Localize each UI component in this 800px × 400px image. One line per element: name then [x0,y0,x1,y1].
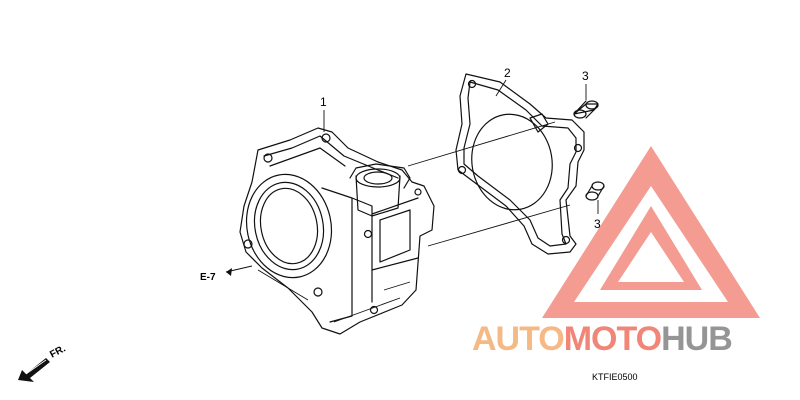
callout-leader-lines [225,79,599,273]
watermark-logo-icon [542,146,760,318]
alignment-guide-lines [407,121,571,247]
dowel-pin-lower [585,181,605,201]
callout-gasket: 2 [504,66,511,80]
dowel-pin-upper [573,100,599,119]
reference-e7-label: E-7 [200,272,216,283]
front-direction-label: FR. [48,343,68,360]
cylinder-base-gasket-part [455,73,585,255]
watermark-part-hub: HUB [661,320,732,358]
cylinder-part [239,127,435,335]
watermark-part-moto: MOTO [564,320,662,358]
diagram-code: KTFIE0500 [592,372,638,382]
arrow-right-icon [226,268,232,276]
callout-cylinder: 1 [320,95,327,109]
callout-dowel-pin-upper: 3 [582,69,589,83]
callout-dowel-pin-lower: 3 [594,217,601,231]
front-direction-arrow-icon [18,358,50,382]
watermark-brand-text: AUTOMOTOHUB [472,320,732,358]
watermark-part-auto: AUTO [472,320,564,358]
